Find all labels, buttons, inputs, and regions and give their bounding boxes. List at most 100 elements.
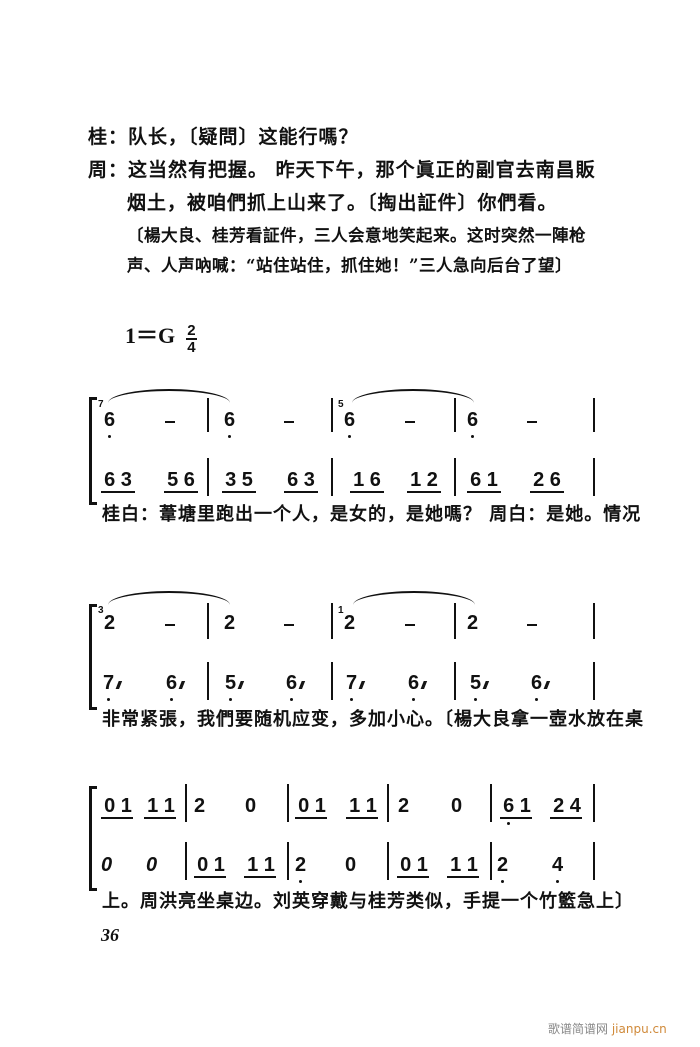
bar-line xyxy=(593,458,595,496)
slur xyxy=(108,591,230,605)
grace-note: 1 xyxy=(338,605,344,616)
bar-line xyxy=(287,842,289,880)
bar-line xyxy=(387,842,389,880)
tremolo-mark: /// xyxy=(421,680,426,692)
key-signature: 1＝G 2 4 xyxy=(125,318,197,355)
watermark: 歌谱简谱网 jianpu.cn xyxy=(548,1020,667,1037)
bar-line xyxy=(490,784,492,822)
tremolo-note: 6 xyxy=(286,673,297,701)
slur xyxy=(108,389,230,403)
note-pair: 6 3 xyxy=(104,469,132,491)
note: 2 xyxy=(398,795,410,817)
underline xyxy=(467,491,501,493)
sustain-dash xyxy=(527,421,537,423)
note-pair: 0 1 xyxy=(104,795,132,817)
tremolo-mark: /// xyxy=(299,680,304,692)
note: 0 xyxy=(451,795,463,817)
system-bracket xyxy=(89,604,97,710)
note-pair: 0 1 xyxy=(298,795,326,817)
underline xyxy=(284,491,318,493)
underline xyxy=(447,876,479,878)
bar-line xyxy=(331,398,333,432)
note: 2 xyxy=(344,612,356,634)
time-numerator: 2 xyxy=(186,321,197,340)
bar-line xyxy=(207,398,209,432)
note: 0 xyxy=(101,854,113,876)
note: 2 xyxy=(497,855,508,883)
lyric-line: 桂白：葦塘里跑出一个人，是女的，是她嗎？ 周白：是她。情况 xyxy=(102,504,642,525)
slur xyxy=(352,389,474,403)
note: 0 xyxy=(345,854,357,876)
note: 6 xyxy=(467,410,478,438)
bar-line xyxy=(287,784,289,822)
note: 2 xyxy=(194,795,206,817)
tremolo-mark: /// xyxy=(483,680,488,692)
lyric-line: 非常紧張，我們要随机应变，多加小心。〔楊大良拿一壺水放在桌 xyxy=(102,709,644,730)
bar-line xyxy=(454,398,456,432)
watermark-url: jianpu.cn xyxy=(611,1022,667,1036)
tremolo-mark: /// xyxy=(544,680,549,692)
bar-line xyxy=(593,603,595,639)
note-pair: 1 1 xyxy=(450,854,478,876)
note-pair: 0 1 xyxy=(197,854,225,876)
tremolo-note: 5 xyxy=(225,673,236,701)
note-pair: 5 6 xyxy=(167,469,195,491)
note: 6 xyxy=(104,410,115,438)
grace-note: 7 xyxy=(98,399,104,410)
tremolo-note: 7 xyxy=(346,673,357,701)
bar-line xyxy=(490,842,492,880)
underline xyxy=(244,876,276,878)
system-bracket xyxy=(89,786,97,891)
sustain-dash xyxy=(405,624,415,626)
underline xyxy=(350,491,384,493)
bar-line xyxy=(454,662,456,700)
note-pair: 6 3 xyxy=(287,469,315,491)
note-pair: 1 1 xyxy=(147,795,175,817)
tremolo-note: 6 xyxy=(531,673,542,701)
note: 2 xyxy=(224,612,236,634)
note: 0 xyxy=(146,854,158,876)
bar-line xyxy=(593,662,595,700)
note-pair: 1 2 xyxy=(410,469,438,491)
note: 2 xyxy=(104,612,116,634)
dialogue-text: 这当然有把握。 昨天下午，那个眞正的副官去南昌販 xyxy=(128,159,596,181)
dialogue-text: 烟土，被咱們抓上山来了。〔掏出証件〕你們看。 xyxy=(127,192,558,214)
tremolo-mark: /// xyxy=(359,680,364,692)
time-denominator: 4 xyxy=(187,338,196,356)
sustain-dash xyxy=(284,421,294,423)
grace-note: 3 xyxy=(98,605,104,616)
note-pair: 1 6 xyxy=(353,469,381,491)
underline xyxy=(346,817,378,819)
note: 6 xyxy=(344,410,355,438)
sustain-dash xyxy=(527,624,537,626)
page-number: 36 xyxy=(101,925,119,945)
grace-note: 5 xyxy=(338,399,344,410)
underline xyxy=(397,876,429,878)
bar-line xyxy=(185,842,187,880)
underline xyxy=(194,876,226,878)
lyric-line: 上。周洪亮坐桌边。刘英穿戴与桂芳类似，手提一个竹籃急上〕 xyxy=(102,891,634,912)
bar-line xyxy=(331,458,333,496)
watermark-cn: 歌谱简谱网 xyxy=(548,1022,609,1036)
bar-line xyxy=(331,603,333,639)
key-label: 1＝G xyxy=(125,323,176,348)
sustain-dash xyxy=(284,624,294,626)
note-pair: 2 6 xyxy=(533,469,561,491)
dialogue-text: 队长，〔疑問〕这能行嗎？ xyxy=(128,126,359,148)
slur xyxy=(353,591,475,605)
system-bracket xyxy=(89,397,97,505)
note: 0 xyxy=(245,795,257,817)
stage-direction-line-2: 声、人声吶喊：“站住站住，抓住她！”三人急向后台了望〕 xyxy=(127,256,572,275)
bar-line xyxy=(593,842,595,880)
octave-dot xyxy=(507,822,510,825)
bar-line xyxy=(593,784,595,822)
tremolo-note: 6 xyxy=(166,673,177,701)
note-pair: 6 1 xyxy=(503,795,531,817)
underline xyxy=(550,817,582,819)
tremolo-note: 7 xyxy=(103,673,114,701)
bar-line xyxy=(207,662,209,700)
note-pair: 3 5 xyxy=(225,469,253,491)
underline xyxy=(530,491,564,493)
bar-line xyxy=(207,458,209,496)
underline xyxy=(295,817,327,819)
